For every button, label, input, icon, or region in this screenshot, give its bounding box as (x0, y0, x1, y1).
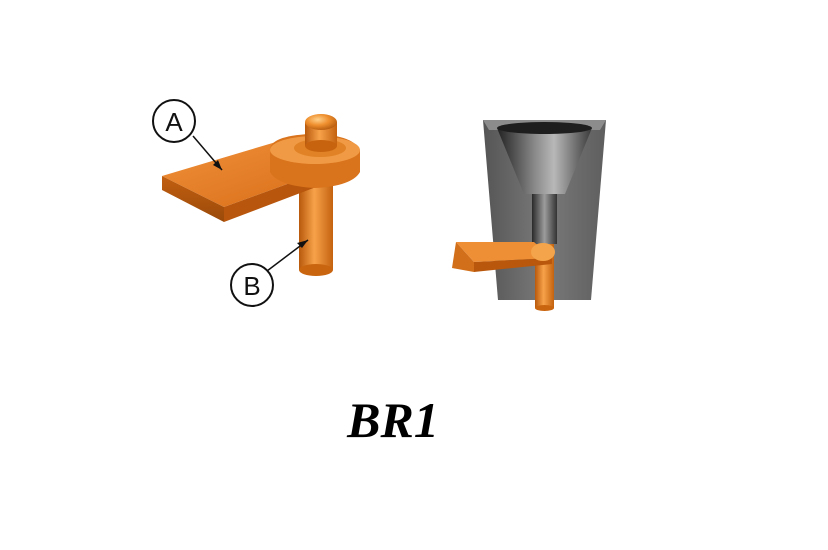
funnel-cone (497, 128, 592, 194)
mold-copper-plate (452, 242, 555, 272)
callout-b-label: B (243, 271, 260, 301)
callout-b: B (230, 239, 309, 307)
top-knob (305, 114, 337, 152)
mold-channel (532, 194, 557, 244)
diagram-caption: BR1 (347, 392, 439, 448)
rod-collar (270, 134, 360, 188)
rod-b (299, 180, 333, 276)
callout-a-label: A (165, 107, 183, 137)
copper-connector-part (162, 114, 360, 276)
mold-cross-section (452, 120, 606, 311)
callout-a: A (152, 99, 223, 171)
